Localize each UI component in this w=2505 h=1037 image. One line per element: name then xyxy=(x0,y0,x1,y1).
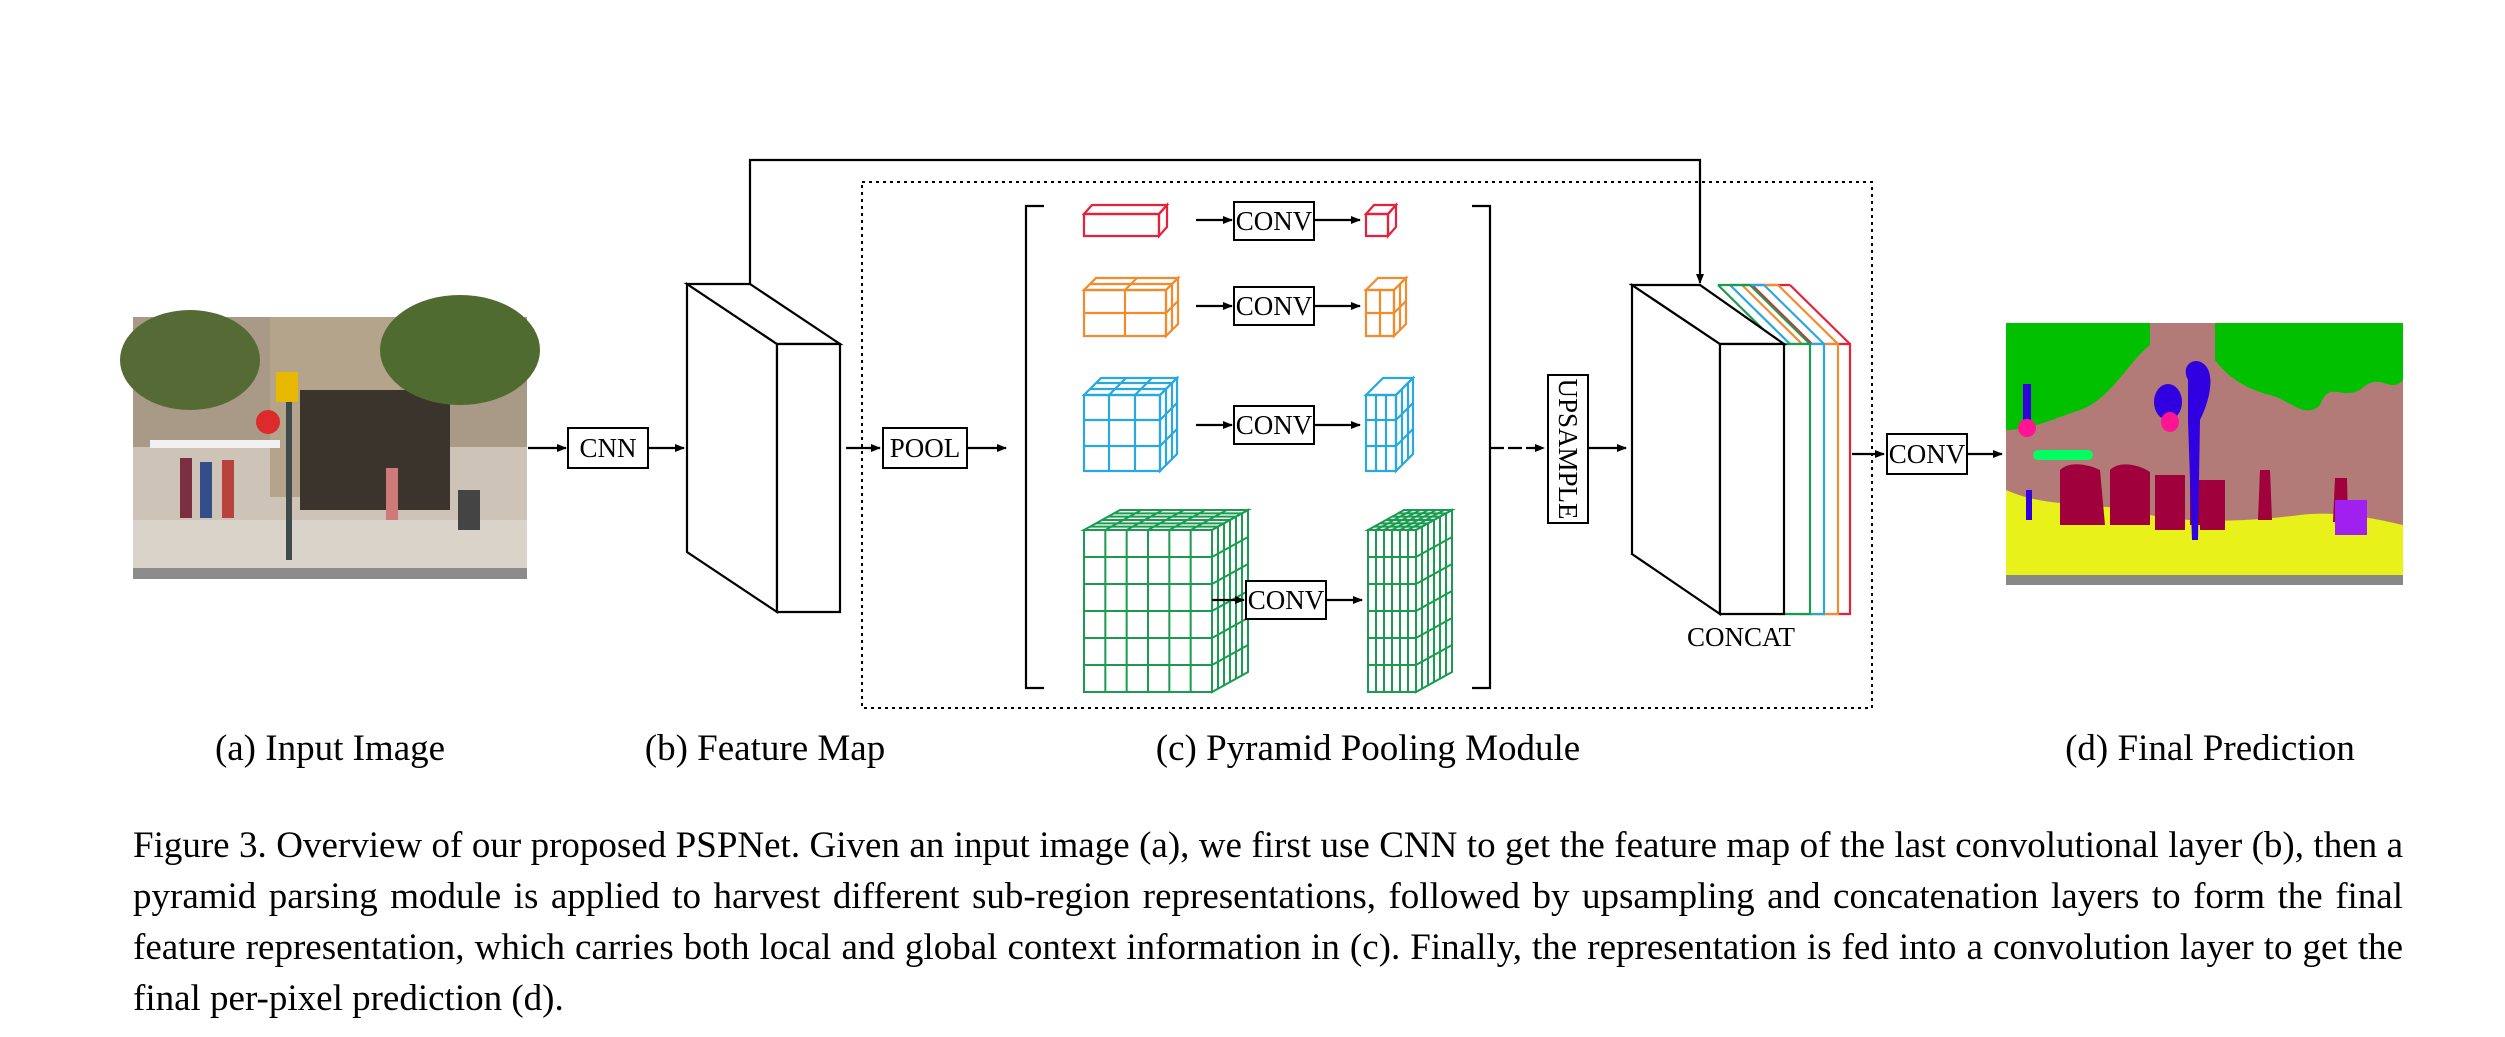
input-image xyxy=(120,295,540,579)
skip-connection-line xyxy=(748,158,1704,284)
pool-level-2-block xyxy=(1081,275,1181,339)
pyramid-pooling-module-border xyxy=(861,181,1873,709)
figure-caption: Figure 3. Overview of our proposed PSPNe… xyxy=(133,825,2403,1019)
cnn-label: CNN xyxy=(579,433,636,463)
pool-level-4-output xyxy=(1364,508,1456,694)
upsample-box xyxy=(1547,374,1589,524)
pool-level-3-output xyxy=(1363,375,1416,474)
concat-feature-block xyxy=(1628,282,1788,617)
conv-box-final xyxy=(1886,433,1968,475)
conv-label-level-3: CONV xyxy=(1236,410,1313,440)
pool-level-2-output xyxy=(1363,275,1409,339)
caption-a: (a) Input Image xyxy=(215,728,445,769)
left-bracket xyxy=(1024,204,1044,690)
conv-label-level-1: CONV xyxy=(1236,206,1313,236)
cnn-box xyxy=(567,427,649,469)
caption-d: (d) Final Prediction xyxy=(2065,728,2355,769)
right-bracket xyxy=(1472,204,1492,690)
pool-level-3-block xyxy=(1081,375,1180,474)
feature-map-block xyxy=(683,281,844,615)
final-prediction-segmentation xyxy=(2006,323,2403,585)
conv-label-final: CONV xyxy=(1889,439,1966,469)
caption-b: (b) Feature Map xyxy=(645,728,885,769)
conv-label-level-4: CONV xyxy=(1248,585,1325,615)
pool-level-4-grid xyxy=(1080,508,1252,694)
conv-label-level-2: CONV xyxy=(1236,291,1313,321)
pool-level-1-block xyxy=(1081,202,1170,239)
pool-label: POOL xyxy=(890,433,961,463)
caption-c: (c) Pyramid Pooling Module xyxy=(1156,728,1580,769)
conv-box-level-3 xyxy=(1233,405,1315,445)
concat-label: CONCAT xyxy=(1687,622,1796,652)
conv-box-level-2 xyxy=(1233,286,1315,326)
pool-box xyxy=(882,427,968,469)
pool-level-1-output xyxy=(1363,202,1399,239)
upsample-label: UPSAMPLE xyxy=(1553,378,1583,519)
